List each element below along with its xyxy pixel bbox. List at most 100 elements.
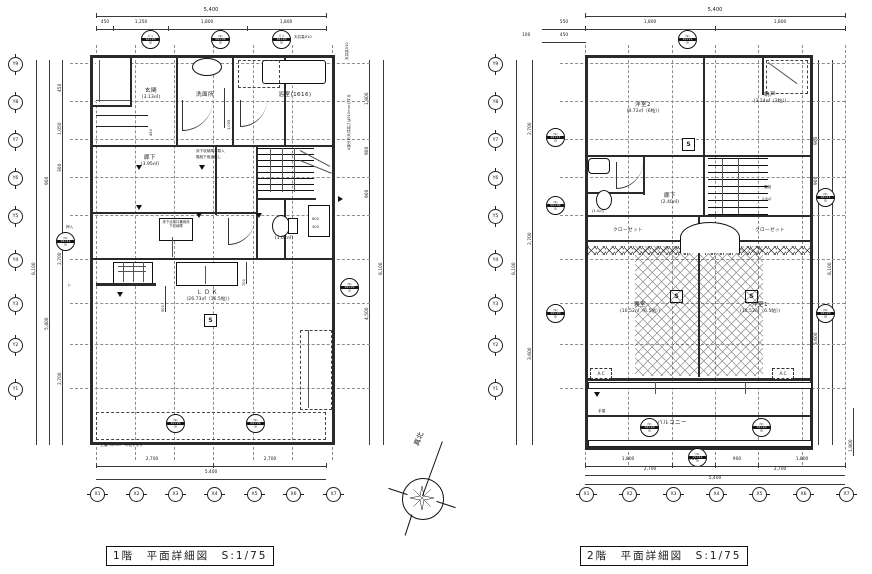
floor1-plan: 5,400 450 1,350 1,800 1,800 8,100 5,400 … [0, 0, 430, 566]
f1-bottom-dim-2: 2,700 [263, 457, 277, 462]
f2-top-dim-1: 1,800 [643, 20, 657, 25]
f1-room-toilet-area: (1.02㎡) [274, 236, 294, 241]
f1-left-dim-2: 1,050 [58, 122, 63, 135]
f2-bottom-mid-2: 2,700 [773, 467, 787, 472]
f2-axis-y7: Y7 [488, 130, 503, 151]
f2-room-corridor: 廊下 (2.40㎡) [661, 193, 679, 206]
f1-left-dim-5: 2,700 [58, 252, 63, 265]
f1-top-dim-2: 1,350 [134, 20, 148, 25]
f2-axis-y2: Y2 [488, 335, 503, 356]
f2-room-nando: 納戸 (3.24㎡（2帖）) [754, 92, 787, 105]
f2-left-dim-3: 3,600 [528, 347, 533, 360]
f1-right-dim-4: 4,500 [365, 307, 370, 320]
f1-axis-y9: Y9 [8, 54, 23, 75]
f2-axis-x1: X1 [576, 487, 597, 502]
f1-room-ldk-area: (26.73㎡（16.5帖）) [186, 296, 230, 302]
f2-axis-x2: X2 [619, 487, 640, 502]
f2-left-total-dim: 8,100 [512, 262, 517, 275]
f1-axis-y5: Y5 [8, 206, 23, 227]
f1-right-dim-2: 900 [365, 146, 370, 155]
f1-axis-y8: Y8 [8, 92, 23, 113]
f1-bottom-total-dim: 5,400 [204, 470, 218, 475]
f1-tag-s-ldk: S [204, 314, 217, 327]
f2-axis-x6: X6 [793, 487, 814, 502]
f1-stairs [258, 148, 314, 192]
f2-left-total-dimline [516, 60, 517, 445]
f2-right-total-dimline [832, 60, 833, 445]
f2-stairs [708, 158, 768, 215]
f1-room-ldk: ＬＤＫ (26.73㎡（16.5帖）) [186, 290, 229, 303]
f1-wall-bottom [90, 442, 335, 445]
f1-left-sub-dim: 5,400 [45, 317, 50, 330]
f2-closet-left: クローゼット [613, 228, 643, 234]
f1-axis-x4: X4 [204, 487, 225, 502]
f2-room-balcony: バルコニー [657, 420, 687, 427]
f1-note-ceiling: A部分の天井高さは910mmとする [347, 94, 351, 150]
f1-top-dim-4: 1,800 [279, 20, 293, 25]
f2-room-youshitsu2-area: (9.72㎡（6帖）) [626, 108, 660, 114]
f1-room-corridor: 廊下 (3.95㎡) [141, 155, 159, 168]
f1-wall-top [90, 55, 335, 58]
f2-top-total-dimline [585, 16, 845, 17]
f1-right-dim-3: 900 [365, 189, 370, 198]
f1-axis-y2: Y2 [8, 335, 23, 356]
f1-axis-y4: Y4 [8, 250, 23, 271]
f2-axis-y6: Y6 [488, 168, 503, 189]
f1-axis-y1: Y1 [8, 379, 23, 400]
f1-room-toilet: (1.02㎡) [275, 236, 293, 242]
f2-bottom-total-dim: 5,400 [708, 476, 722, 481]
f2-axis-y5: Y5 [488, 206, 503, 227]
f1-left-dimline [62, 60, 63, 445]
f1-note-underfloor-text: 床下点検口兼用床下収納庫 [162, 220, 190, 229]
f1-axis-y7: Y7 [8, 130, 23, 151]
f1-room-genkan-area: (3.13㎡) [141, 94, 161, 100]
f2-top-total-dim: 5,400 [707, 7, 723, 13]
f2-axis-x3: X3 [663, 487, 684, 502]
f1-room-genkan: 玄関 (3.13㎡) [142, 88, 160, 101]
f2-right-dimline [818, 60, 819, 445]
f1-axis-y6: Y6 [8, 168, 23, 189]
compass-star-icon [410, 486, 434, 510]
f2-room-corridor-name: 廊下 [663, 193, 676, 199]
f2-ac-left: A.C [590, 368, 612, 379]
f1-axis-y3: Y3 [8, 294, 23, 315]
f2-bottom-mid-1: 2,700 [643, 467, 657, 472]
f1-top-total-dimline [96, 16, 326, 17]
f1-note-balcony: 上階バルコニーの出を示す [100, 443, 144, 447]
f1-left-total-dimline [36, 60, 37, 445]
f1-right-dimline [369, 60, 370, 445]
f2-axis-x5: X5 [749, 487, 770, 502]
f1-note-stairs-1: 床下収納庫不算入 [196, 149, 225, 153]
f2-closet-left-name: クローゼット [613, 228, 643, 233]
f2-bottom-dim-4: 1,800 [795, 457, 809, 462]
f2-wall-left [585, 55, 588, 450]
f2-wall-right [810, 55, 813, 450]
f2-top-small-2: 450 [559, 33, 569, 38]
f1-room-bath-name: 浴室(1616) [278, 92, 312, 98]
f2-room-youshitsu2-name: 洋室2 [635, 102, 651, 108]
f1-top-dim-1: 450 [100, 20, 110, 25]
f2-room-balcony-name: バルコニー [657, 420, 687, 426]
f2-closet-right-name: クローゼット [755, 228, 785, 233]
f2-bottom-dim-3: 900 [732, 457, 742, 462]
f2-caption: 2階 平面詳細図 S:1/75 [580, 546, 749, 566]
f1-axis-x6: X6 [283, 487, 304, 502]
f1-axis-x7: X7 [323, 487, 344, 502]
f2-bottom-dim-1: 1,800 [621, 457, 635, 462]
f2-tag-s-1: S [682, 138, 695, 151]
f1-right-dim-1: 1,800 [365, 92, 370, 105]
f2-bottom-dimline-3 [585, 484, 845, 485]
f2-room-corridor-area: (2.40㎡) [660, 199, 680, 205]
f2-axis-y9: Y9 [488, 54, 503, 75]
f2-axis-y4: Y4 [488, 250, 503, 271]
f1-right-total-dimline [383, 60, 384, 445]
